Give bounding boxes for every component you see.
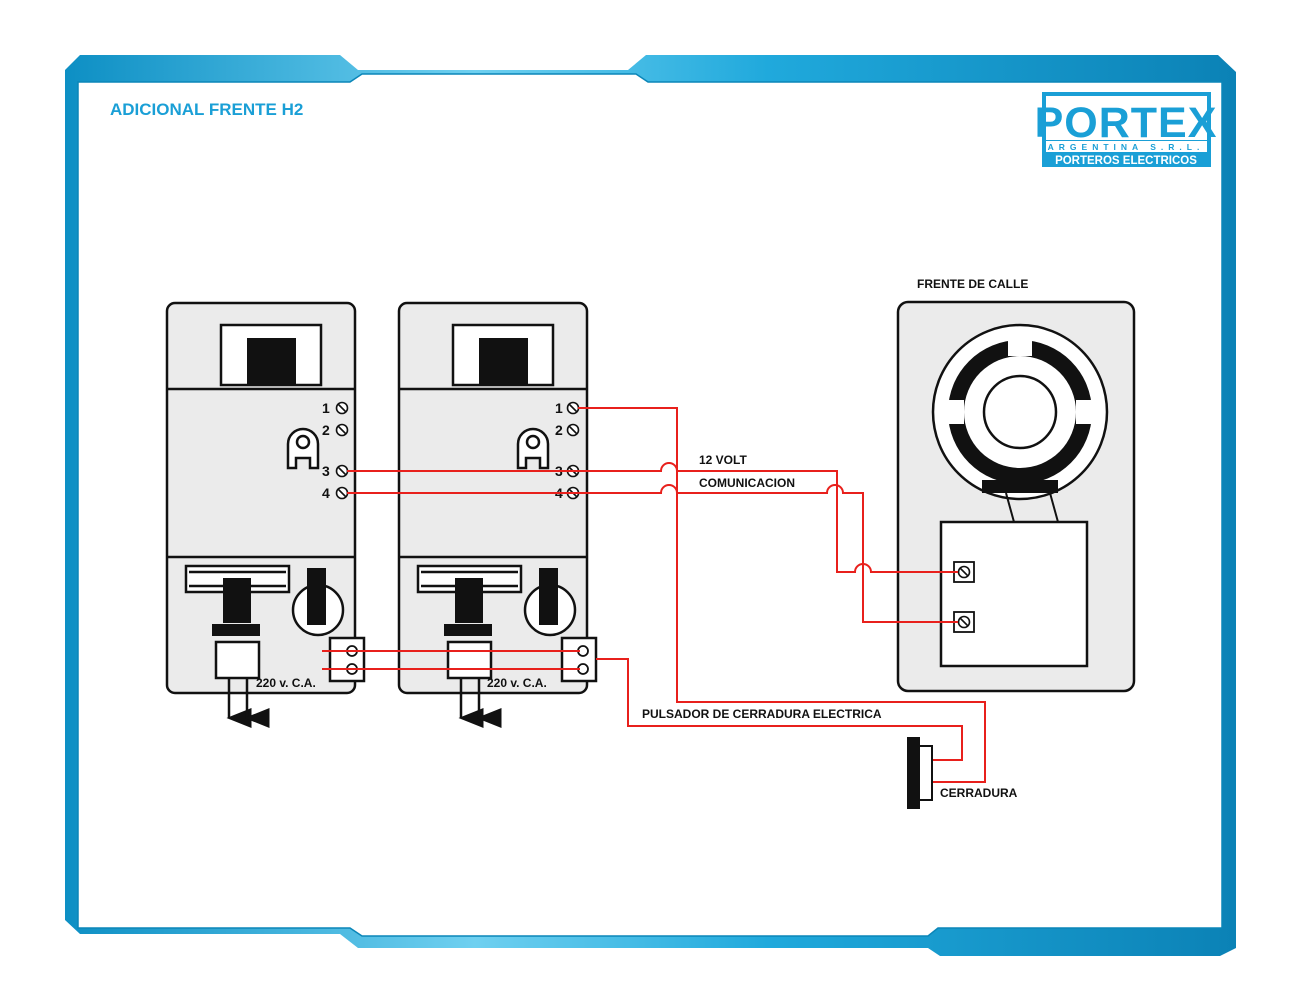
street-panel-title: FRENTE DE CALLE [917,277,1028,291]
logo-brand: PORTEX [1035,99,1218,147]
page-title: ADICIONAL FRENTE H2 [110,100,303,119]
left-terminal-screws [335,401,349,500]
logo-tagline: PORTEROS ELECTRICOS [1055,155,1197,167]
page-frame [65,55,1236,956]
right-terminal-2: 2 [555,422,563,438]
right-power-label: 220 v. C.A. [487,676,547,690]
wire-label-comm: COMUNICACION [699,476,795,490]
right-terminal-1: 1 [555,400,563,416]
left-terminal-3: 3 [322,463,330,479]
wire-label-button: PULSADOR DE CERRADURA ELECTRICA [642,707,882,721]
street-panel [896,300,1136,693]
wiring [322,407,986,783]
lock-label: CERRADURA [940,786,1018,800]
electric-lock [907,737,933,809]
left-terminal-1: 1 [322,400,330,416]
left-power-label: 220 v. C.A. [256,676,316,690]
portex-logo: PORTEX ARGENTINA S.R.L. PORTEROS ELECTRI… [1035,92,1218,167]
wire-label-12v: 12 VOLT [699,453,747,467]
logo-subtitle: ARGENTINA S.R.L. [1048,142,1205,152]
left-terminal-4: 4 [322,485,330,501]
power-unit-left [165,301,366,728]
power-unit-right [397,301,598,728]
left-terminal-2: 2 [322,422,330,438]
